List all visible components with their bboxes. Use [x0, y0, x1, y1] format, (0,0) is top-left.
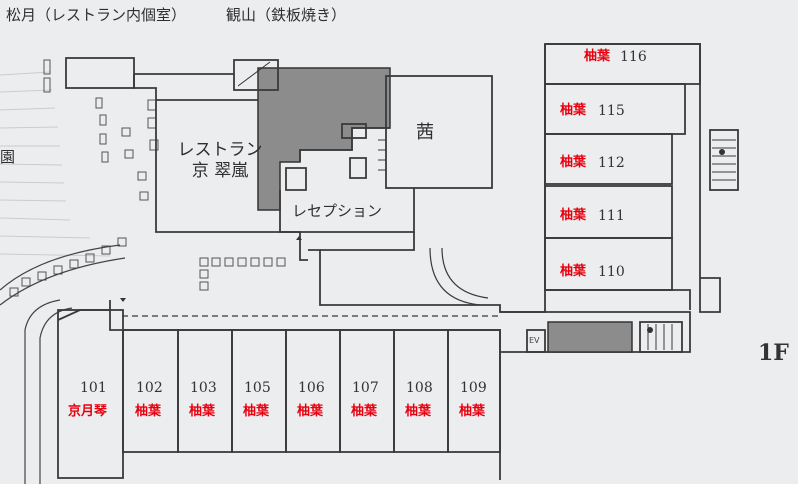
room-number: 111 — [598, 208, 625, 224]
room-type-badge: 柚葉 — [459, 404, 486, 419]
room-type-badge: 柚葉 — [560, 208, 587, 223]
room-number: 106 — [298, 380, 325, 396]
room-type-badge: 柚葉 — [560, 264, 587, 279]
akane-room — [385, 75, 493, 189]
room-110 — [544, 237, 673, 291]
garden-path — [9, 59, 286, 297]
room-type-badge: 柚葉 — [560, 103, 587, 118]
floor-label: 1F — [758, 340, 789, 366]
elevator-label: EV — [529, 336, 540, 345]
reception-wall — [279, 188, 415, 233]
room-number: 110 — [598, 264, 625, 280]
stairs-lower — [639, 321, 683, 353]
room-number: 108 — [406, 380, 433, 396]
room-112 — [544, 133, 673, 185]
room-type-badge: 柚葉 — [405, 404, 432, 419]
corridor-wall — [308, 249, 546, 313]
stairs-upper — [709, 129, 739, 191]
room-number: 102 — [136, 380, 163, 396]
shogetsu-label: 松月（レストラン内個室） — [6, 6, 187, 24]
room-type-badge: 柚葉 — [243, 404, 270, 419]
room-type-badge: 柚葉 — [189, 404, 216, 419]
garden-curve-2 — [0, 257, 126, 306]
restaurant-label: レストラン 京 翠嵐 — [170, 140, 270, 183]
room-type-badge: 柚葉 — [584, 49, 611, 64]
restaurant-name-line2: 京 翠嵐 — [191, 161, 249, 182]
garden-curve — [0, 244, 121, 291]
room-type-badge: 柚葉 — [351, 404, 378, 419]
left-wall-curve — [24, 299, 61, 484]
room-number: 115 — [598, 103, 625, 119]
room-type-badge: 柚葉 — [297, 404, 324, 419]
room-number: 116 — [620, 49, 647, 65]
room-number: 109 — [460, 380, 487, 396]
room-type-badge: 柚葉 — [560, 155, 587, 170]
room-type-badge: 柚葉 — [135, 404, 162, 419]
restaurant-wall — [133, 74, 308, 261]
left-wall-curve-2 — [39, 307, 73, 484]
room-number: 105 — [244, 380, 271, 396]
room-number: 103 — [190, 380, 217, 396]
restaurant-name-line1: レストラン — [177, 140, 263, 160]
room-number: 112 — [598, 155, 625, 171]
garden-area — [0, 71, 111, 257]
room-109 — [447, 329, 501, 453]
kanzan-room — [233, 59, 279, 91]
room-number: 107 — [352, 380, 379, 396]
akane-label: 茜 — [416, 122, 434, 143]
shogetsu-room — [65, 57, 135, 89]
lobby-dark — [547, 321, 633, 353]
garden-label: 園 — [0, 148, 16, 166]
room-type-badge: 京月琴 — [68, 404, 108, 419]
kanzan-label: 観山（鉄板焼き） — [226, 6, 347, 24]
reception-label: レセプション — [292, 202, 383, 220]
room-number: 101 — [80, 380, 107, 396]
